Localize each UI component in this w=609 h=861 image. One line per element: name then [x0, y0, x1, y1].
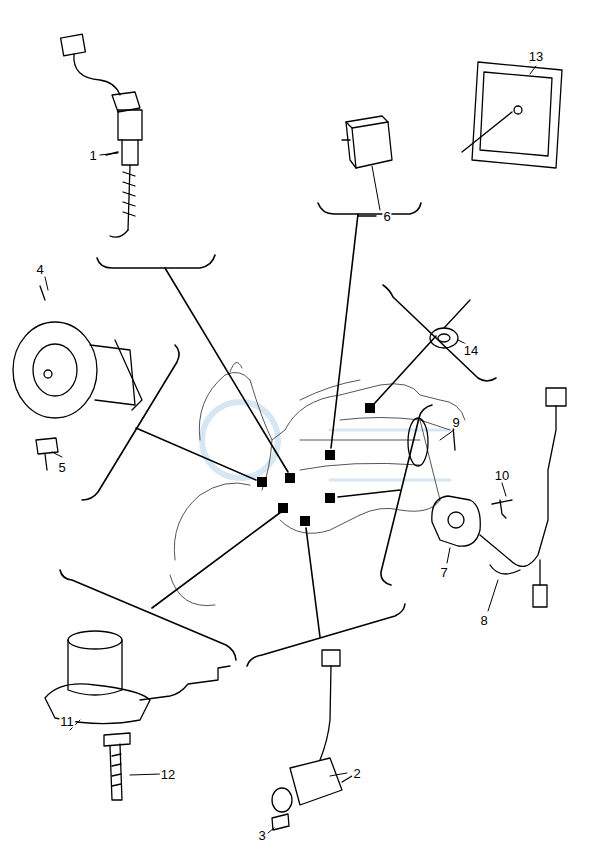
callout-number: 9 [451, 416, 460, 429]
callout-number: 12 [160, 768, 176, 781]
motorcycle-outline [170, 362, 465, 605]
callout-number: 13 [528, 50, 544, 63]
sensor-part [408, 388, 566, 607]
switch-part [272, 650, 352, 830]
plate-part [430, 54, 562, 348]
relay-part [342, 116, 392, 216]
location-dots [257, 403, 375, 526]
callout-number: 8 [479, 614, 488, 627]
callout-number: 2 [352, 767, 361, 780]
callout-number: 11 [59, 715, 75, 728]
callout-number: 4 [35, 263, 44, 276]
switch-part [61, 34, 142, 237]
callout-number: 14 [463, 344, 479, 357]
callout-number: 3 [257, 829, 266, 842]
horn-part [13, 286, 142, 470]
leader-lines [45, 66, 536, 833]
group-brackets [60, 203, 496, 666]
callout-number: 7 [439, 566, 448, 579]
solenoid-part [45, 631, 230, 800]
callout-number: 5 [57, 461, 66, 474]
callout-number: 1 [88, 149, 97, 162]
callout-number: 6 [382, 210, 391, 223]
callout-number: 10 [494, 469, 510, 482]
